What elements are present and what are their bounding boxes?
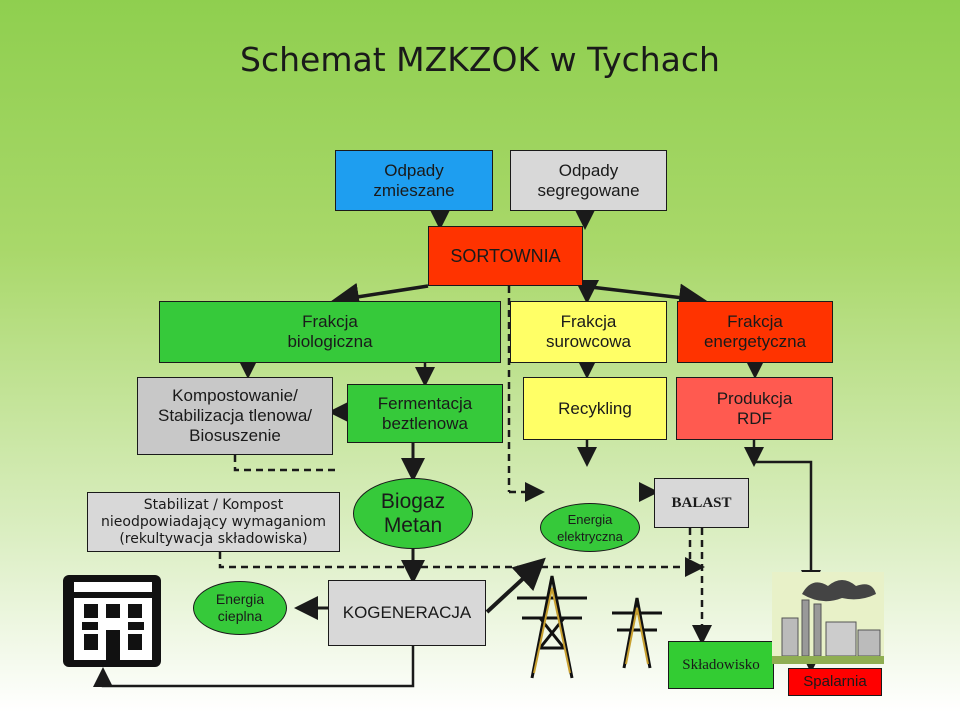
stabilizat-box: Stabilizat / Kompost nieodpowiadający wy… — [87, 492, 340, 552]
arrow-sortownia-energetyczna — [581, 283, 707, 312]
arrow-rdf-spalarnia — [754, 460, 821, 590]
spalarnia-box: Spalarnia — [788, 668, 882, 696]
energia-cieplna-ellipse: Energia cieplna — [193, 581, 287, 635]
energia-elektryczna-ellipse: Energia elektryczna — [540, 503, 640, 552]
recykling-box: Recykling — [523, 377, 667, 440]
sortownia-box: SORTOWNIA — [428, 226, 583, 286]
produkcja-rdf-box: Produkcja RDF — [676, 377, 833, 440]
frakcja-biologiczna-box: Frakcja biologiczna — [159, 301, 501, 363]
fermentacja-box: Fermentacja beztlenowa — [347, 384, 503, 443]
arrow-kogeneracja-budynek — [93, 646, 415, 688]
power-plant-icon — [772, 572, 884, 664]
building-icon — [63, 575, 161, 667]
kompostowanie-box: Kompostowanie/ Stabilizacja tlenowa/ Bio… — [137, 377, 333, 455]
page-title: Schemat MZKZOK w Tychach — [240, 40, 720, 79]
balast-box: BALAST — [654, 478, 749, 528]
biogaz-ellipse: Biogaz Metan — [353, 478, 473, 549]
skladowisko-box: Składowisko — [668, 641, 774, 689]
arrow-kogeneracja-energia — [485, 557, 546, 614]
odpady-zmieszane-box: Odpady zmieszane — [335, 150, 493, 211]
power-pylons-icon — [517, 575, 662, 679]
frakcja-surowcowa-box: Frakcja surowcowa — [510, 301, 667, 363]
kogeneracja-box: KOGENERACJA — [328, 580, 486, 646]
odpady-segregowane-box: Odpady segregowane — [510, 150, 667, 211]
frakcja-energetyczna-box: Frakcja energetyczna — [677, 301, 833, 363]
arrow-sortownia-biologiczna — [331, 282, 429, 311]
